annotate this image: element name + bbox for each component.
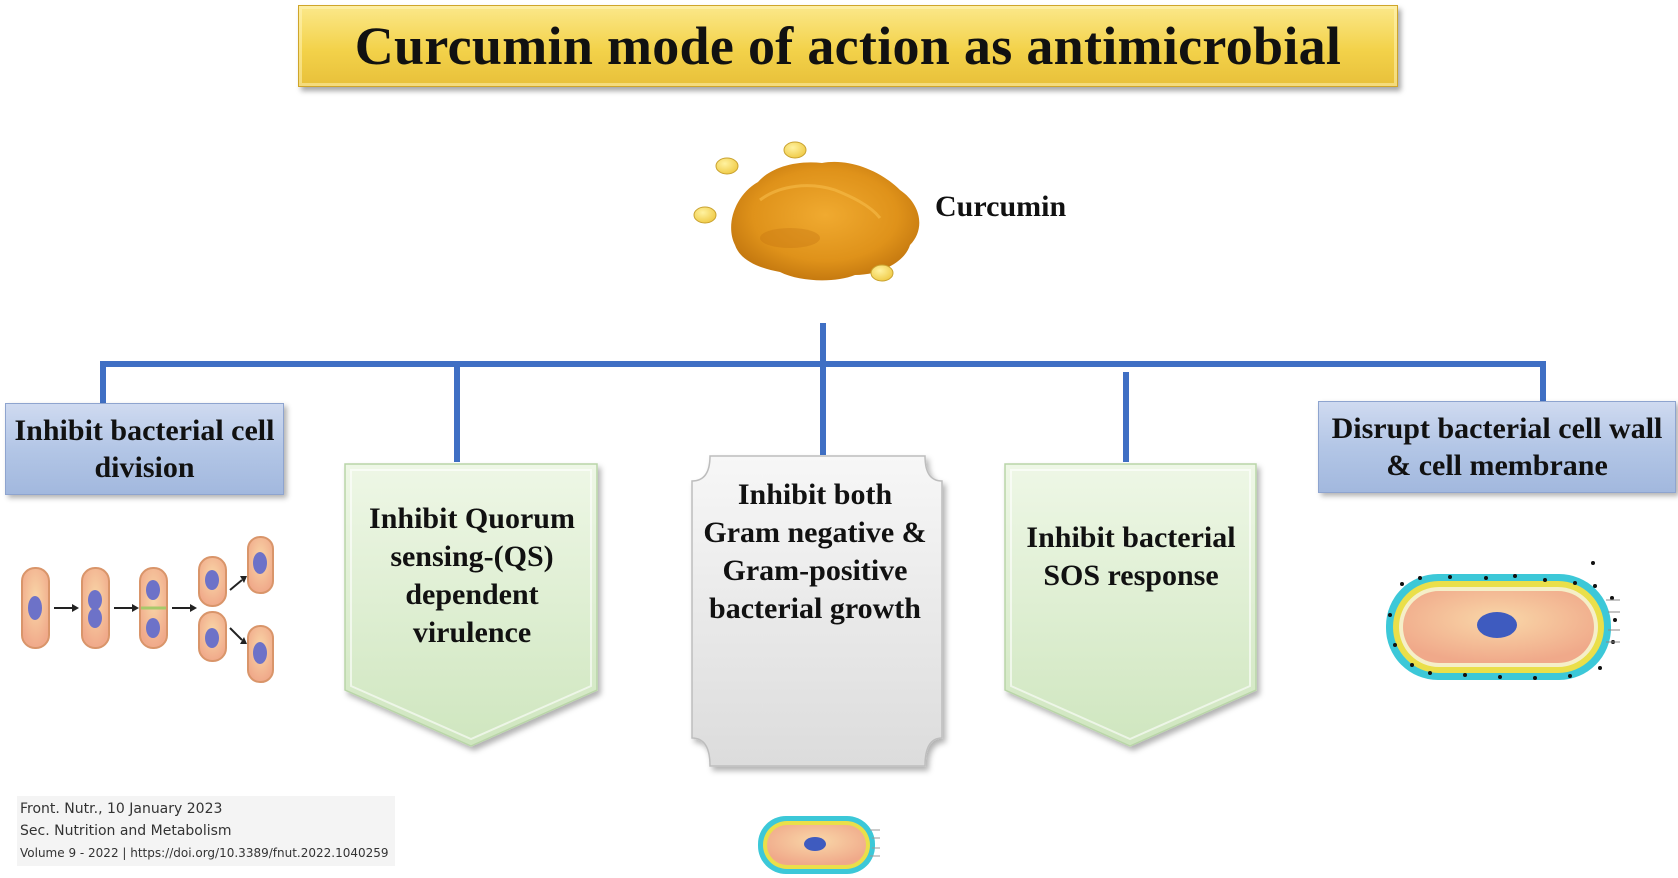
plaque-shape-gram	[691, 455, 943, 767]
bacterial-cell-wall-icon	[1386, 561, 1620, 680]
mechanism-label-cell-wall: Disrupt bacterial cell wall & cell membr…	[1331, 412, 1663, 482]
curcumin-droplet-icons	[693, 141, 894, 282]
mechanism-box-cell-division: Inhibit bacterial cell division	[5, 403, 284, 495]
citation-volume-doi[interactable]: Volume 9 - 2022 | https://doi.org/10.338…	[20, 846, 389, 860]
mechanism-label-sos-response: Inhibit bacterial SOS response	[1026, 521, 1236, 592]
mechanism-label-quorum-sensing: Inhibit Quorum sensing-(QS) dependent vi…	[369, 502, 575, 649]
citation-journal-date: Front. Nutr., 10 January 2023	[20, 801, 223, 817]
mechanism-label-gram-growth: Inhibit both Gram negative & Gram-positi…	[703, 478, 927, 625]
curcumin-label: Curcumin	[935, 190, 1067, 223]
connector-lines	[100, 323, 1546, 462]
mechanism-label-cell-division: Inhibit bacterial cell division	[14, 414, 275, 484]
small-bacterial-cell-icon	[758, 816, 880, 874]
curcumin-powder-icon	[731, 161, 920, 281]
pentagon-shape-sos	[1004, 463, 1257, 747]
mechanism-box-cell-wall: Disrupt bacterial cell wall & cell membr…	[1318, 401, 1676, 493]
citation-section: Sec. Nutrition and Metabolism	[20, 823, 232, 839]
diagram-title: Curcumin mode of action as antimicrobial	[354, 16, 1342, 76]
citation-box: Front. Nutr., 10 January 2023 Sec. Nutri…	[17, 796, 395, 866]
pentagon-shape-quorum	[344, 463, 598, 747]
title-banner: Curcumin mode of action as antimicrobial	[298, 5, 1398, 87]
cell-division-icon	[21, 536, 274, 683]
